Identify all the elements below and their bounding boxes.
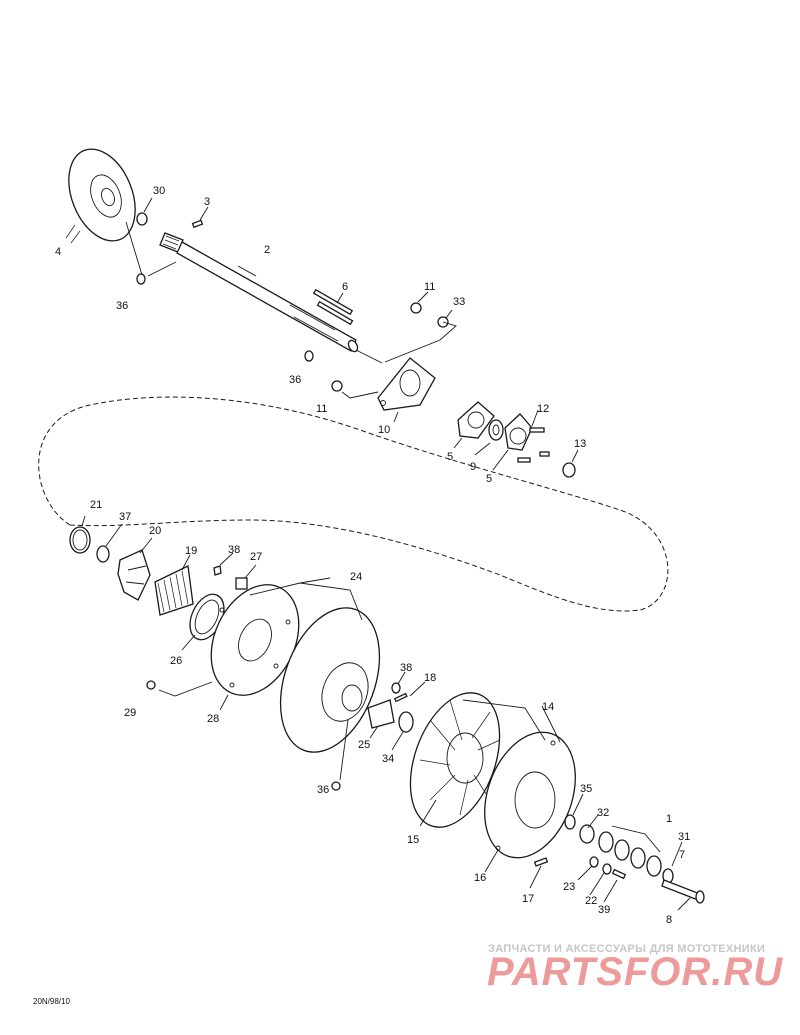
movable-sheave-24 bbox=[279, 607, 381, 753]
ring-21 bbox=[69, 526, 91, 554]
spacer-23 bbox=[589, 856, 599, 868]
cap-38-b bbox=[391, 682, 401, 694]
spring-19 bbox=[154, 565, 194, 616]
callout-12: 12 bbox=[537, 403, 549, 415]
callout-33: 33 bbox=[453, 296, 465, 308]
lead-lines-bottom bbox=[81, 515, 691, 911]
callout-29: 29 bbox=[124, 707, 136, 719]
ring-set-1 bbox=[598, 831, 662, 877]
callout-6: 6 bbox=[342, 281, 348, 293]
callout-36-b: 36 bbox=[289, 374, 301, 386]
ring-26 bbox=[189, 593, 225, 641]
screw-39 bbox=[611, 868, 627, 880]
spider-20 bbox=[117, 549, 151, 601]
callout-31: 31 bbox=[678, 831, 690, 843]
callout-38-b: 38 bbox=[400, 662, 412, 674]
callout-1: 1 bbox=[666, 813, 672, 825]
callout-23: 23 bbox=[563, 881, 575, 893]
fixed-sheave-15 bbox=[409, 692, 501, 828]
callout-37: 37 bbox=[119, 511, 131, 523]
callout-18: 18 bbox=[424, 672, 436, 684]
callout-21: 21 bbox=[90, 499, 102, 511]
callout-7: 7 bbox=[679, 849, 685, 861]
nut-36-c bbox=[331, 781, 341, 791]
callout-labels: 1 2 3 4 5 5 6 7 8 9 10 11 11 12 13 14 15… bbox=[55, 185, 690, 926]
cap-38-a bbox=[213, 565, 222, 576]
callout-16: 16 bbox=[474, 872, 486, 884]
callout-25: 25 bbox=[358, 739, 370, 751]
callout-30: 30 bbox=[153, 185, 165, 197]
washer-35 bbox=[564, 814, 576, 830]
diagram-code: 20N/98/10 bbox=[33, 997, 70, 1006]
watermark-logo: PARTSFOR.RU bbox=[487, 950, 783, 994]
callout-24: 24 bbox=[350, 571, 362, 583]
washer-37 bbox=[96, 545, 110, 563]
callout-2: 2 bbox=[264, 244, 270, 256]
callout-4: 4 bbox=[55, 246, 61, 258]
bearing-support-10 bbox=[377, 357, 436, 411]
nut-11-b bbox=[331, 380, 343, 392]
bolt-8 bbox=[661, 879, 705, 904]
callout-36-c: 36 bbox=[317, 784, 329, 796]
watermark-tagline: ЗАПЧАСТИ И АКСЕССУАРЫ ДЛЯ МОТОТЕХНИКИ bbox=[488, 943, 765, 955]
callout-38-a: 38 bbox=[228, 544, 240, 556]
flange-5-a bbox=[457, 401, 495, 439]
brake-disc-4 bbox=[65, 148, 136, 244]
sheave-16 bbox=[484, 731, 576, 859]
bushing-32 bbox=[579, 824, 595, 844]
bolt-12 bbox=[517, 427, 545, 463]
screw-17 bbox=[533, 857, 549, 867]
ring-34 bbox=[398, 711, 414, 733]
nut-36-b bbox=[304, 350, 314, 362]
callout-17: 17 bbox=[522, 893, 534, 905]
callout-14: 14 bbox=[542, 701, 554, 713]
callout-15: 15 bbox=[407, 834, 419, 846]
bearing-9 bbox=[488, 419, 504, 441]
callout-39: 39 bbox=[598, 904, 610, 916]
callout-27: 27 bbox=[250, 551, 262, 563]
drive-belt-outline bbox=[38, 396, 669, 612]
screw-29 bbox=[146, 680, 156, 690]
callout-19: 19 bbox=[185, 545, 197, 557]
callout-3: 3 bbox=[204, 196, 210, 208]
callout-8: 8 bbox=[666, 914, 672, 926]
callout-11-a: 11 bbox=[424, 281, 435, 293]
nut-36-a bbox=[136, 273, 146, 285]
nut-13 bbox=[539, 451, 576, 478]
washer-22 bbox=[602, 863, 612, 875]
callout-35: 35 bbox=[580, 783, 592, 795]
callout-36-a: 36 bbox=[116, 300, 128, 312]
nut-30 bbox=[136, 212, 148, 226]
key-3 bbox=[191, 219, 204, 229]
key-6 bbox=[312, 288, 354, 326]
lead-lines-top bbox=[125, 197, 579, 471]
callout-11-b: 11 bbox=[316, 403, 327, 415]
callout-5-a: 5 bbox=[447, 451, 453, 463]
bushing-25 bbox=[367, 699, 395, 729]
callout-5-b: 5 bbox=[486, 473, 492, 485]
callout-10: 10 bbox=[378, 424, 390, 436]
callout-22: 22 bbox=[585, 895, 597, 907]
pin-18 bbox=[393, 692, 408, 703]
nut-11-a bbox=[410, 302, 422, 314]
callout-32: 32 bbox=[597, 807, 609, 819]
drive-shaft-2 bbox=[159, 232, 359, 353]
flange-5-b bbox=[504, 413, 533, 451]
callout-26: 26 bbox=[170, 655, 182, 667]
callout-34: 34 bbox=[382, 753, 394, 765]
cam-27 bbox=[235, 577, 248, 590]
callout-13: 13 bbox=[574, 438, 586, 450]
callout-20: 20 bbox=[149, 525, 161, 537]
callout-28: 28 bbox=[207, 713, 219, 725]
callout-9: 9 bbox=[470, 461, 476, 473]
